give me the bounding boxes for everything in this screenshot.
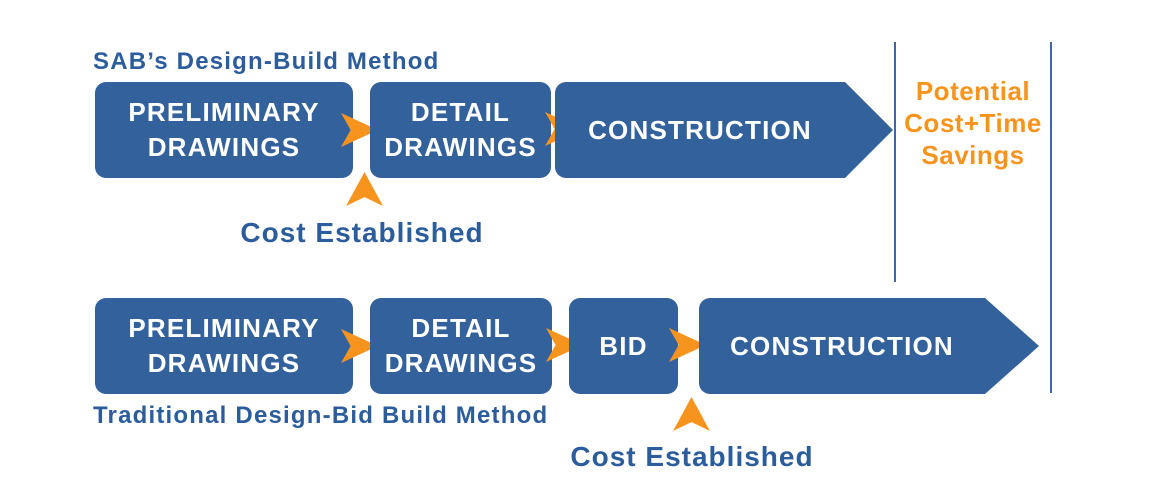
step-label: PRELIMINARY DRAWINGS: [128, 313, 320, 378]
step-construction-top: CONSTRUCTION: [555, 82, 893, 178]
bracket-line-left: [894, 42, 896, 282]
step-label: PRELIMINARY DRAWINGS: [128, 97, 320, 162]
step-detail-drawings-bottom: DETAIL DRAWINGS: [370, 298, 552, 394]
bottom-method-title: Traditional Design-Bid Build Method: [93, 402, 549, 429]
step-construction-bottom: CONSTRUCTION: [699, 298, 1039, 394]
bracket-line-right: [1050, 42, 1052, 393]
step-label: DETAIL DRAWINGS: [384, 313, 538, 378]
cost-marker-icon: [673, 397, 710, 431]
cost-established-label-top: Cost Established: [240, 217, 484, 248]
step-bid: BID: [569, 298, 678, 394]
step-detail-drawings-top: DETAIL DRAWINGS: [370, 82, 551, 178]
step-preliminary-drawings-bottom: PRELIMINARY DRAWINGS: [95, 298, 353, 394]
step-label: BID: [599, 330, 648, 361]
step-preliminary-drawings-top: PRELIMINARY DRAWINGS: [95, 82, 353, 178]
savings-label: Potential Cost+Time Savings: [904, 76, 1042, 170]
step-label: CONSTRUCTION: [588, 114, 812, 145]
step-label: CONSTRUCTION: [730, 330, 954, 361]
step-label: DETAIL DRAWINGS: [384, 97, 537, 162]
top-method-title: SAB’s Design-Build Method: [93, 48, 440, 75]
cost-established-label-bottom: Cost Established: [570, 441, 814, 472]
